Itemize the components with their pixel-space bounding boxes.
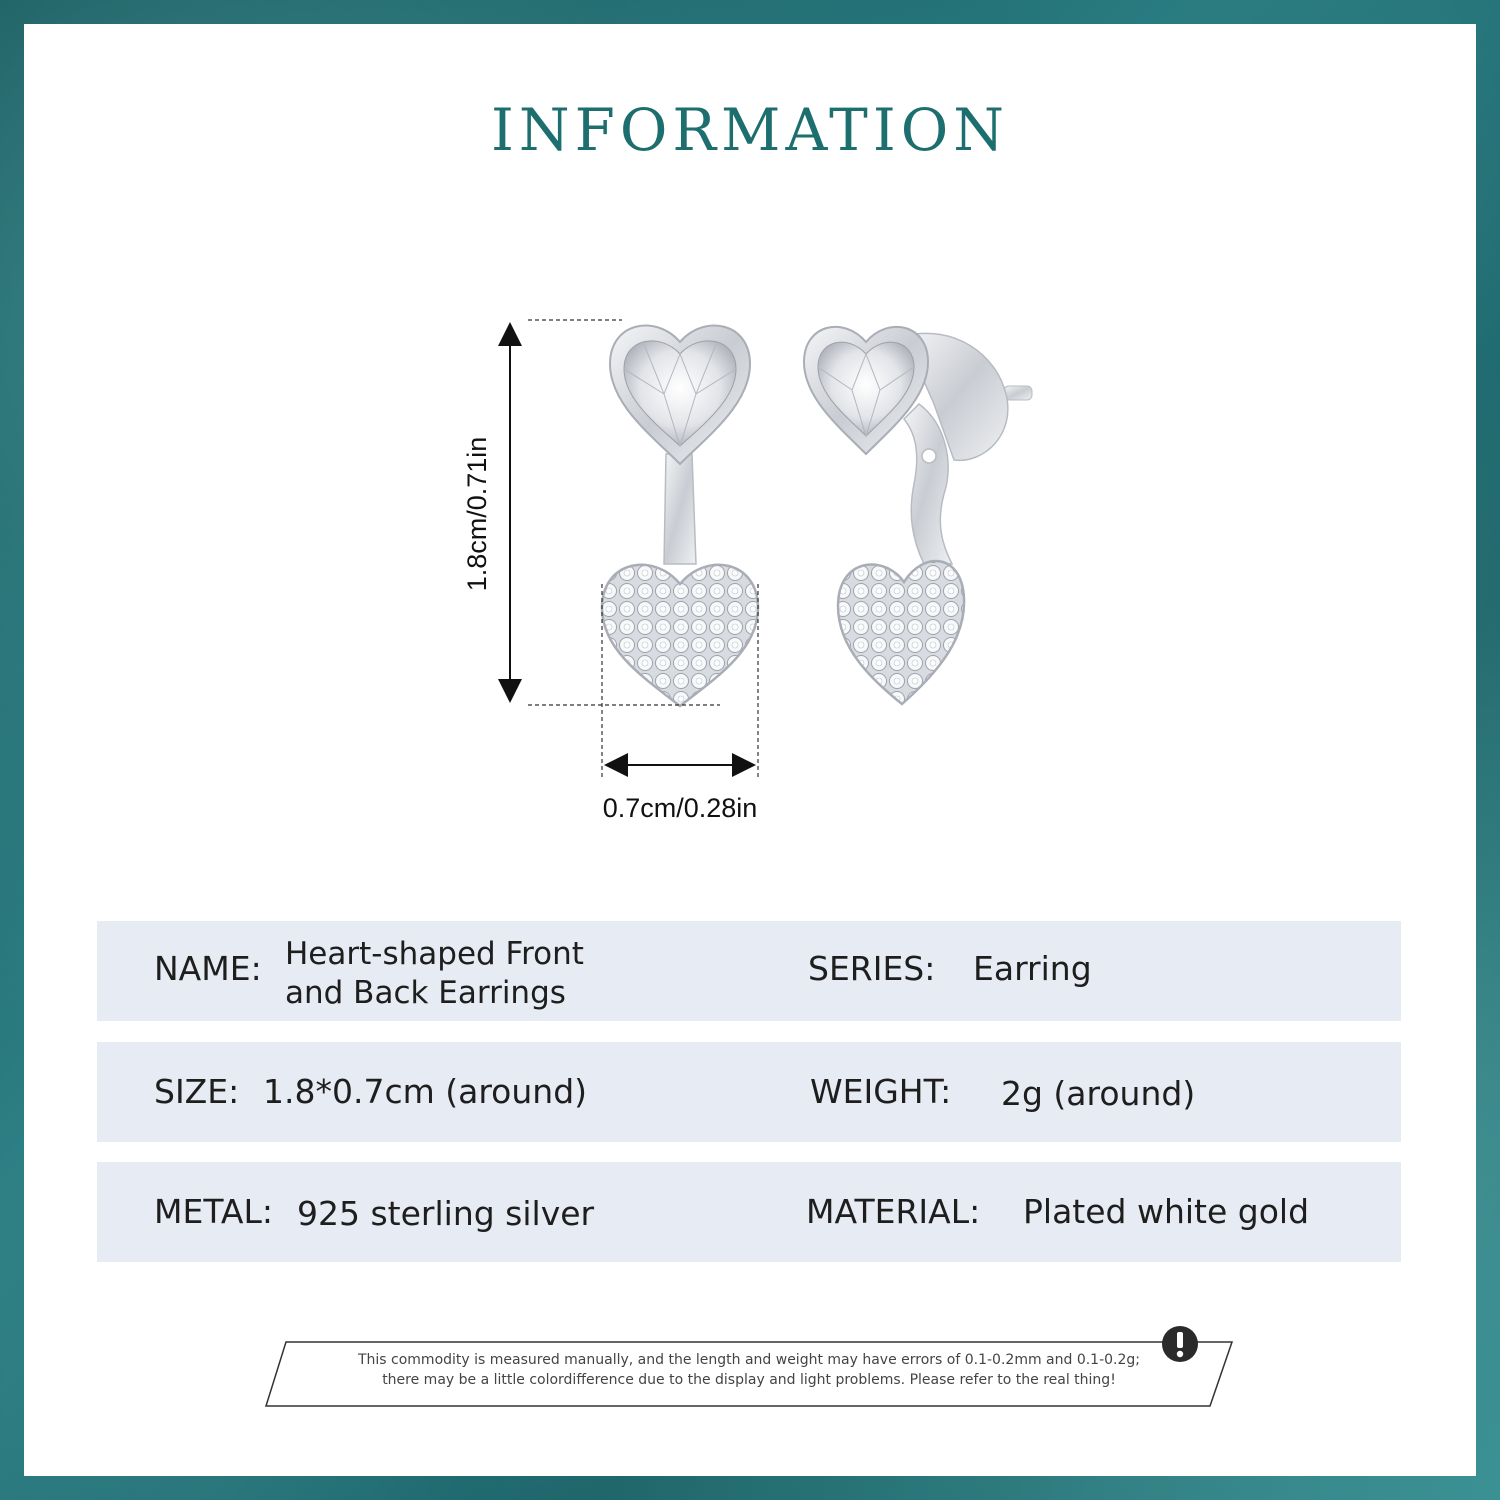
material-label: MATERIAL: [806,1192,981,1231]
earring-post [1003,385,1033,401]
earring-front-view [600,324,760,708]
height-dimension: 1.8cm/0.71in [462,319,720,706]
metal-label: METAL: [154,1192,273,1231]
disclaimer-line-1: This commodity is measured manually, and… [357,1352,1141,1368]
disclaimer-line-2: there may be a little colordifference du… [382,1372,1116,1388]
arrow-up-icon [498,322,522,346]
weight-value: 2g (around) [1001,1074,1196,1113]
side-bottom-heart-pave [836,559,966,706]
metal-value: 925 sterling silver [297,1194,595,1233]
size-label: SIZE: [154,1072,240,1111]
weight-label: WEIGHT: [810,1072,952,1111]
width-dimension: 0.7cm/0.28in [601,584,759,823]
disclaimer-box: This commodity is measured manually, and… [264,1326,1234,1408]
bottom-heart-pave [600,563,760,708]
spec-row-metal-material: METAL: 925 sterling silver MATERIAL: Pla… [97,1162,1401,1262]
top-heart-gem [623,340,737,447]
name-value: Heart-shaped Front and Back Earrings [285,936,584,1011]
earring-stem [663,453,697,565]
size-value: 1.8*0.7cm (around) [263,1072,588,1111]
product-figure: 1.8cm/0.71in 0.7cm/0.28in [462,319,1033,823]
series-value: Earring [973,949,1092,988]
ear-back-nut [902,332,1009,462]
arrow-right-icon [732,753,756,777]
width-label: 0.7cm/0.28in [603,793,758,823]
spec-row-size-weight: SIZE: 1.8*0.7cm (around) WEIGHT: 2g (aro… [97,1042,1401,1142]
exclamation-icon [1162,1326,1198,1362]
arrow-down-icon [498,679,522,703]
side-top-heart-gem [817,341,915,437]
disclaimer-text: This commodity is measured manually, and… [264,1350,1234,1390]
material-value: Plated white gold [1023,1192,1310,1231]
page-title: INFORMATION [490,96,1010,164]
info-card: INFORMATION [24,24,1476,1476]
spec-row-name-series: NAME: Heart-shaped Front and Back Earrin… [97,921,1401,1021]
height-label: 1.8cm/0.71in [462,437,492,592]
name-label: NAME: [154,949,262,988]
earring-side-view [802,325,1033,706]
arrow-left-icon [604,753,628,777]
series-label: SERIES: [808,949,936,988]
